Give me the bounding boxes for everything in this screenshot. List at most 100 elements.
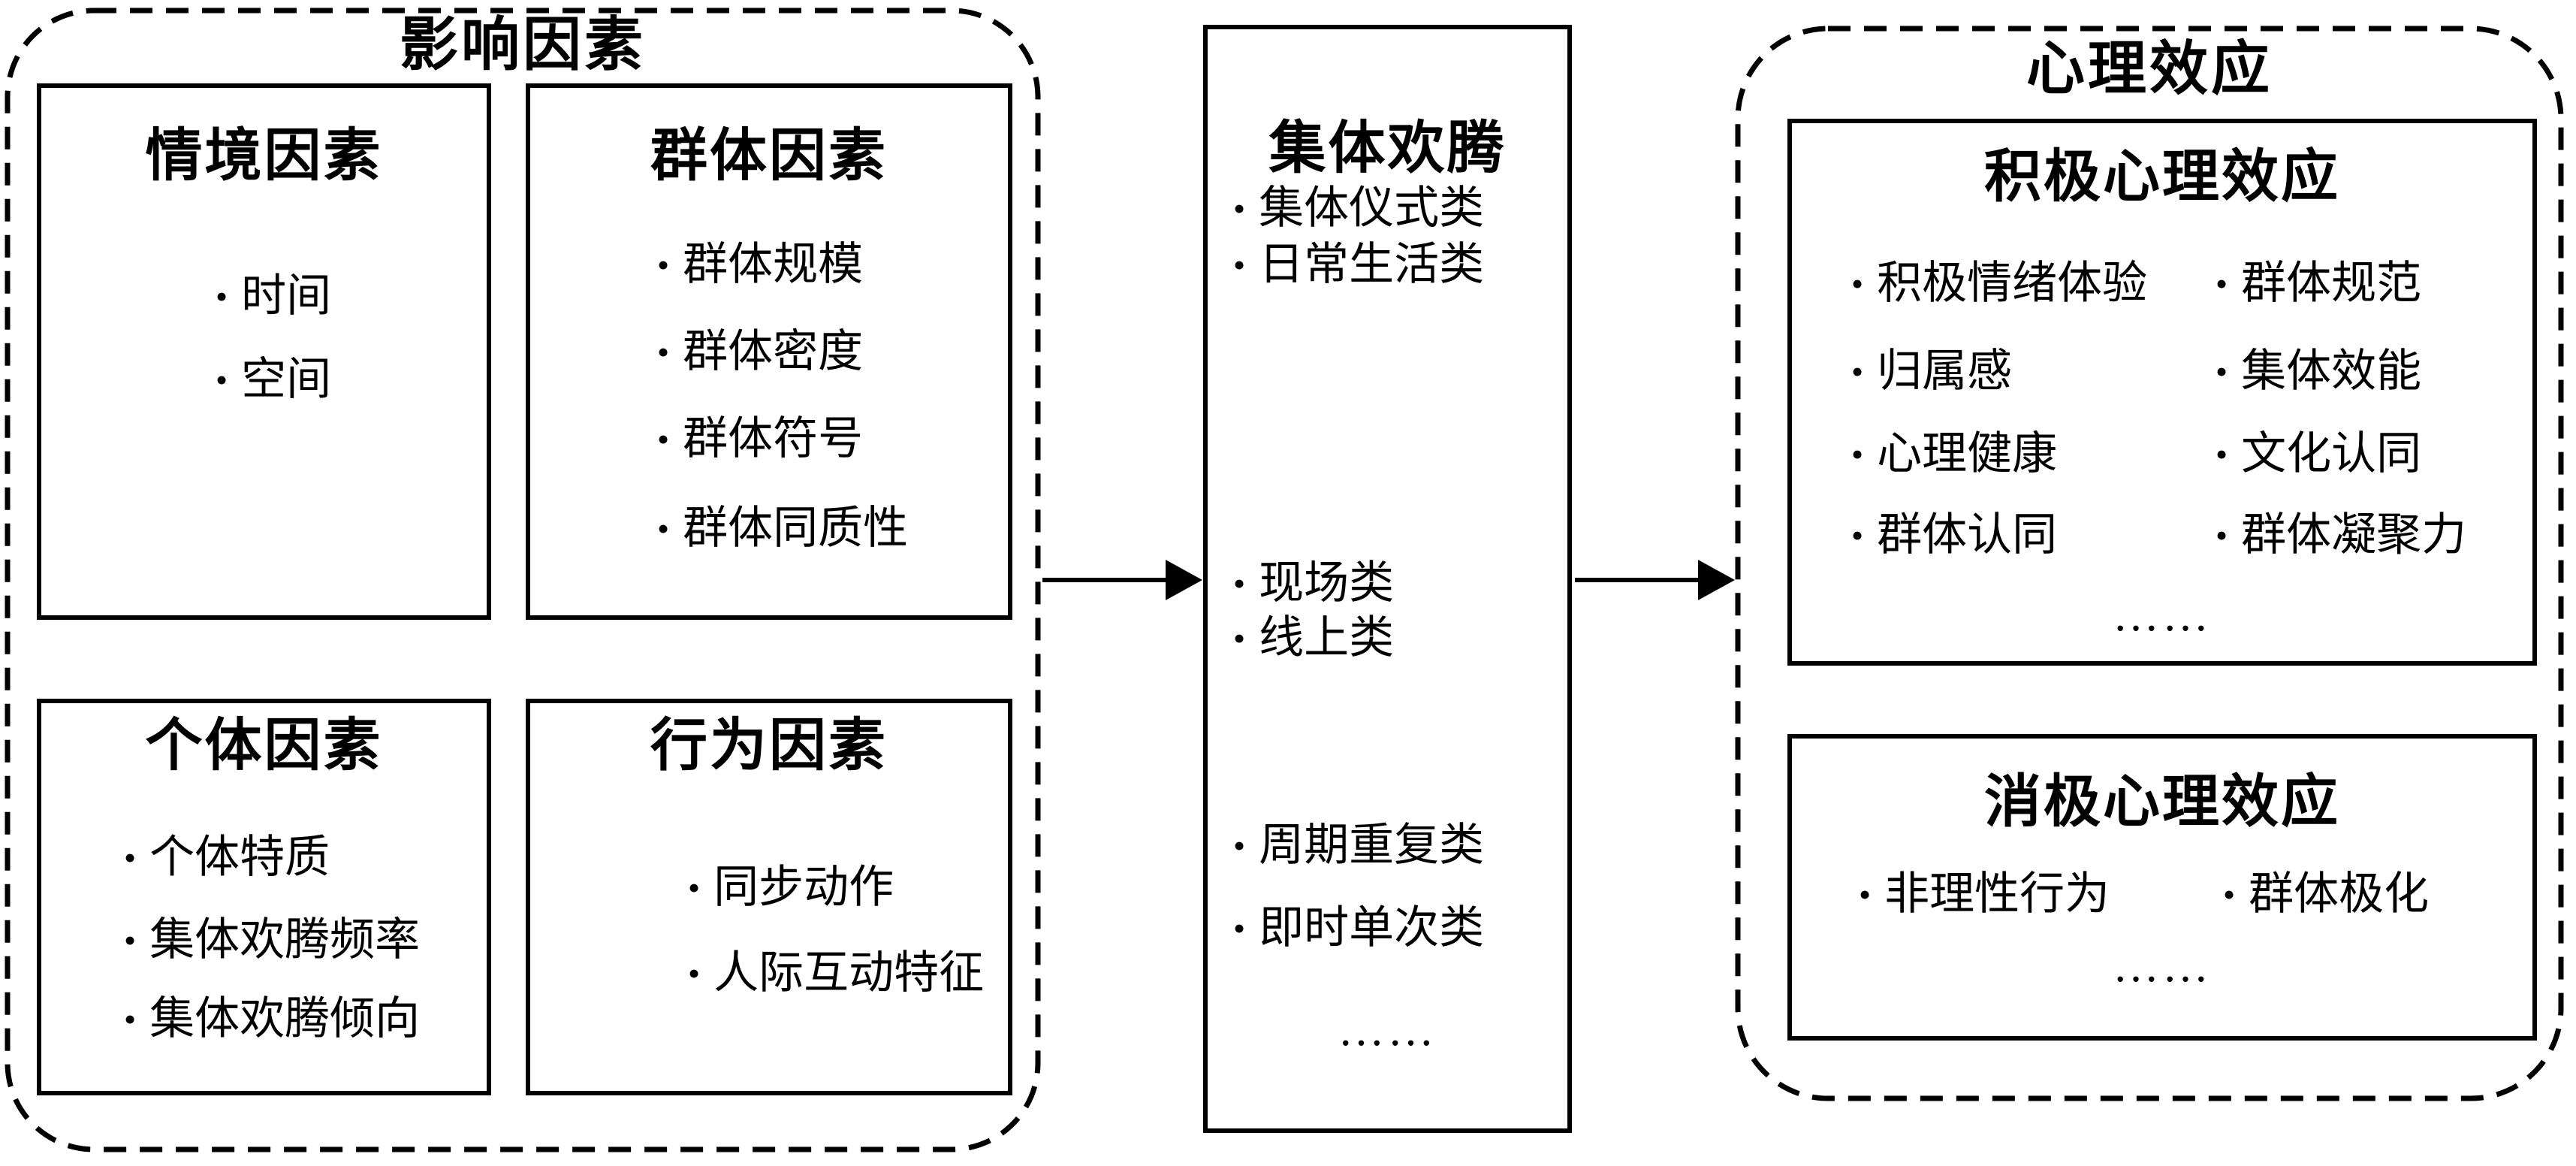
bullet-icon: • (1233, 826, 1246, 865)
list-item: • 周期重复类 (1233, 820, 1484, 871)
bullet-icon: • (688, 953, 701, 992)
list-item: • 集体仪式类 (1233, 183, 1484, 234)
list-item-label: 周期重复类 (1259, 820, 1485, 870)
situational-factors-heading: 情境因素 (145, 124, 383, 188)
bullet-icon: • (1851, 352, 1864, 391)
negative-ellipsis: …… (2113, 941, 2212, 992)
list-item-label: 非理性行为 (1884, 869, 2110, 919)
list-item: • 集体欢腾频率 (124, 914, 420, 966)
bullet-icon: • (657, 509, 670, 548)
bullet-icon: • (2216, 264, 2228, 303)
list-item-label: 空间 (241, 355, 332, 404)
psych-effects-title: 心理效应 (2026, 35, 2273, 101)
list-item-label: 集体效能 (2241, 346, 2422, 396)
list-item-label: 即时单次类 (1259, 903, 1485, 953)
negative-effects-box (1787, 734, 2537, 1041)
bullet-icon: • (2216, 515, 2228, 554)
group-factors-box (526, 83, 1012, 620)
bullet-icon: • (1233, 563, 1246, 603)
bullet-icon: • (1233, 908, 1246, 947)
negative-effects-heading: 消极心理效应 (1984, 770, 2340, 834)
list-item: • 现场类 (1233, 557, 1394, 609)
bullet-icon: • (124, 999, 137, 1038)
list-item: • 集体欢腾倾向 (124, 993, 420, 1045)
list-item-label: 群体认同 (1877, 510, 2058, 560)
bullet-icon: • (1233, 618, 1246, 657)
bullet-icon: • (2216, 352, 2228, 391)
behavioral-factors-box (526, 699, 1012, 1095)
list-item-label: 线上类 (1259, 613, 1395, 663)
bullet-icon: • (1233, 189, 1246, 228)
list-item: • 个体特质 (124, 832, 330, 884)
center-ellipsis: …… (1338, 1004, 1437, 1056)
list-item-label: 归属感 (1877, 346, 2013, 396)
list-item-label: 心理健康 (1877, 429, 2058, 479)
list-item-label: 积极情绪体验 (1877, 258, 2148, 308)
arrow-head-icon (1166, 560, 1202, 600)
list-item: • 线上类 (1233, 612, 1394, 664)
list-item: • 日常生活类 (1233, 239, 1484, 291)
list-item: • 人际互动特征 (688, 947, 984, 999)
bullet-icon: • (2223, 874, 2236, 914)
list-item: • 积极情绪体验 (1851, 258, 2147, 310)
bullet-icon: • (216, 360, 228, 399)
list-item-label: 集体仪式类 (1259, 183, 1485, 233)
influencing-factors-title: 影响因素 (399, 11, 646, 77)
arrow-factors-to-effervescence (1042, 560, 1202, 600)
bullet-icon: • (216, 276, 228, 316)
bullet-icon: • (657, 332, 670, 371)
list-item: • 群体规模 (657, 239, 863, 291)
bullet-icon: • (1851, 264, 1864, 303)
list-item: • 即时单次类 (1233, 902, 1484, 954)
individual-factors-box (37, 699, 491, 1095)
bullet-icon: • (657, 419, 670, 458)
psych-effects-dashed-border (1735, 26, 2564, 1101)
bullet-icon: • (1859, 874, 1872, 914)
list-item-label: 群体密度 (683, 327, 864, 376)
list-item: • 文化认同 (2216, 428, 2421, 480)
bullet-icon: • (1233, 245, 1246, 284)
influencing-factors-dashed-border (5, 8, 1041, 1152)
list-item: • 群体凝聚力 (2216, 509, 2466, 561)
list-item-label: 集体欢腾频率 (149, 915, 421, 965)
list-item: • 空间 (216, 354, 331, 406)
bullet-icon: • (124, 838, 137, 877)
individual-factors-heading: 个体因素 (145, 714, 383, 778)
collective-effervescence-title: 集体欢腾 (1268, 116, 1507, 180)
list-item: • 归属感 (1851, 346, 2012, 397)
bullet-icon: • (657, 245, 670, 284)
bullet-icon: • (688, 868, 701, 907)
collective-effervescence-box (1203, 25, 1572, 1133)
behavioral-factors-heading: 行为因素 (650, 714, 888, 778)
bullet-icon: • (2216, 434, 2228, 473)
list-item: • 非理性行为 (1859, 868, 2110, 920)
list-item: • 群体同质性 (657, 503, 908, 554)
arrow-effervescence-to-effects (1575, 560, 1735, 600)
list-item: • 心理健康 (1851, 428, 2057, 480)
list-item-label: 个体特质 (149, 832, 330, 882)
bullet-icon: • (1851, 515, 1864, 554)
list-item: • 群体密度 (657, 326, 863, 378)
bullet-icon: • (1851, 434, 1864, 473)
list-item: • 群体规范 (2216, 258, 2421, 310)
list-item-label: 日常生活类 (1259, 240, 1485, 289)
list-item-label: 群体同质性 (683, 503, 909, 553)
list-item: • 集体效能 (2216, 346, 2421, 397)
list-item: • 时间 (216, 270, 331, 322)
positive-effects-heading: 积极心理效应 (1984, 145, 2340, 209)
list-item-label: 群体凝聚力 (2241, 510, 2467, 560)
list-item: • 群体极化 (2223, 868, 2429, 920)
list-item-label: 文化认同 (2241, 429, 2422, 479)
list-item-label: 群体极化 (2249, 869, 2430, 919)
list-item: • 同步动作 (688, 862, 894, 914)
positive-ellipsis: …… (2113, 590, 2212, 641)
list-item-label: 同步动作 (713, 862, 894, 912)
list-item-label: 集体欢腾倾向 (149, 994, 421, 1044)
arrow-head-icon (1698, 560, 1735, 600)
list-item-label: 时间 (241, 271, 332, 321)
list-item-label: 群体规模 (683, 240, 864, 289)
bullet-icon: • (124, 920, 137, 959)
list-item-label: 群体规范 (2241, 258, 2422, 308)
